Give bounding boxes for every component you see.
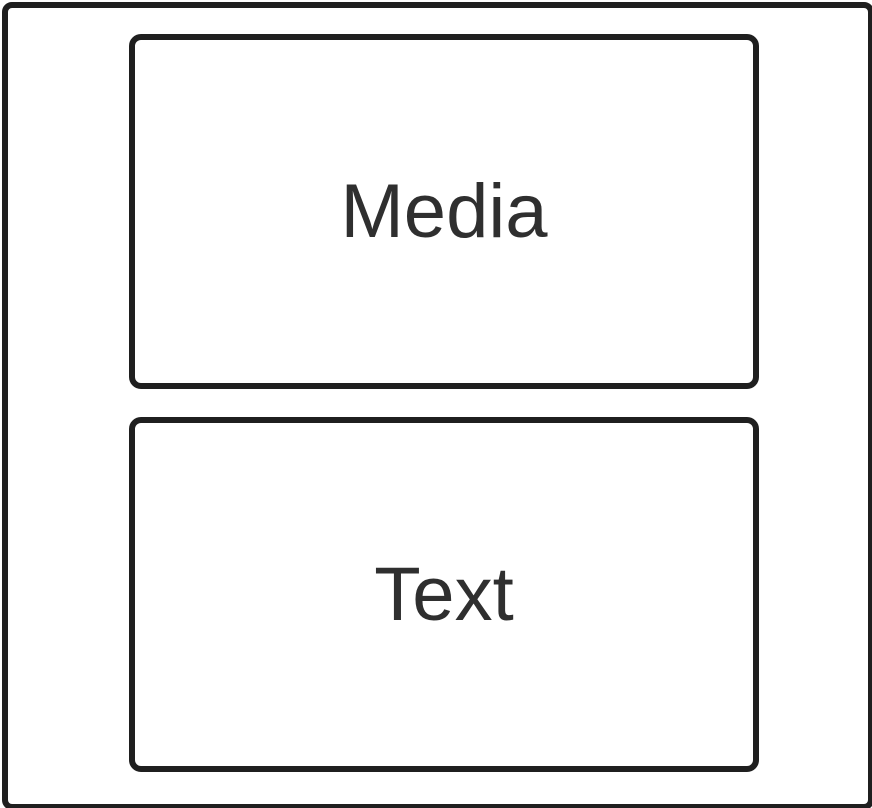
text-label: Text (374, 551, 514, 637)
media-label: Media (340, 168, 548, 254)
media-block: Media (129, 34, 759, 389)
text-block: Text (129, 417, 759, 772)
